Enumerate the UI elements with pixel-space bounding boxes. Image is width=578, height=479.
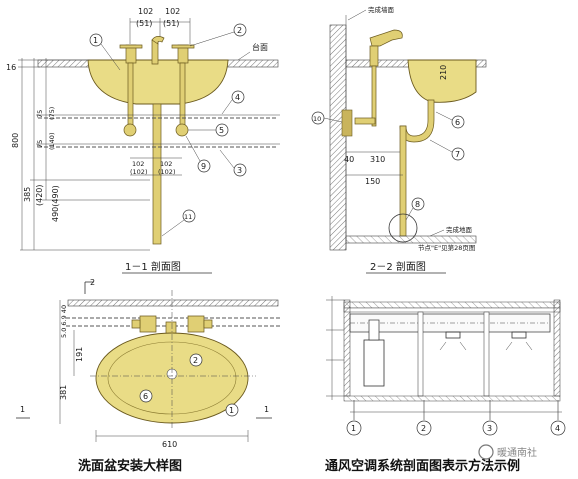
dim-420: (420): [35, 184, 44, 206]
dim-top-right-paren: (51): [163, 19, 179, 28]
svg-text:10: 10: [313, 115, 321, 123]
svg-text:11: 11: [184, 213, 192, 221]
plan-callout-6: 6: [139, 389, 153, 403]
callout-4: 4: [221, 90, 245, 115]
plan-callout-1: 1: [225, 403, 239, 417]
axis-1: 1: [346, 420, 362, 436]
dim-490: 490(490): [51, 185, 60, 222]
dim-small-stack: 5.0 6.9 40: [60, 305, 68, 338]
callout-9: 9: [185, 135, 211, 173]
dim-75-paren: (75): [48, 107, 56, 120]
node-note: 节点"E"见第28页图: [418, 243, 475, 252]
wechat-icon: [478, 444, 494, 460]
dim-385: 385: [23, 187, 32, 202]
section-2-2: 完成墙面 210 完成地面 40 310 150 10: [311, 5, 487, 274]
callout-10: 10: [311, 111, 343, 125]
basin-plan-detail: 2 5.0 6.9 40 191 381 1 1: [16, 278, 280, 474]
node-e-circle: [388, 213, 418, 243]
caption-section-1-1: 1－1 剖面图: [125, 260, 181, 273]
dim-bottom-102-c: (102): [130, 168, 147, 176]
svg-text:6: 6: [143, 392, 148, 401]
callout-2: 2: [189, 23, 247, 47]
dim-16: 16: [6, 63, 16, 72]
svg-text:4: 4: [555, 424, 560, 433]
svg-text:2: 2: [193, 356, 198, 365]
dim-40: 40: [344, 155, 354, 164]
dim-top-right: 102: [165, 7, 180, 16]
section-1-1: 102 102 (51) (51) 台面: [6, 7, 280, 274]
axis-4: 4: [550, 420, 566, 436]
plan-callout-2: 2: [189, 353, 203, 367]
watermark: 暖通南社: [478, 444, 537, 460]
callout-8: 8: [405, 197, 425, 221]
wall-valve: [341, 109, 353, 137]
callout-11: 11: [161, 209, 196, 237]
svg-text:7: 7: [455, 150, 460, 159]
dim-top-left: 102: [138, 7, 153, 16]
dim-75-a: 75: [36, 110, 44, 118]
diffuser-2: [511, 331, 527, 339]
basin-section: [87, 59, 229, 105]
ahu-unit: [363, 339, 385, 387]
callout-3: 3: [219, 149, 247, 177]
faucet-side: [369, 29, 403, 47]
dim-800: 800: [11, 133, 20, 148]
svg-text:2: 2: [237, 26, 242, 35]
wall-label: 完成墙面: [368, 5, 395, 14]
axis-2: 2: [416, 420, 432, 436]
dim-top-left-paren: (51): [136, 19, 152, 28]
drain-pipe: [152, 103, 162, 245]
caption-hvac-example: 通风空调系统剖面图表示方法示例: [325, 458, 520, 474]
dim-bottom-102-b: 102: [160, 160, 172, 168]
dim-bottom-102-d: (102): [158, 168, 175, 176]
angle-valve-hot: [175, 123, 189, 137]
svg-text:2: 2: [421, 424, 426, 433]
svg-text:3: 3: [487, 424, 492, 433]
section-mark-2: 2: [90, 278, 95, 287]
callout-6: 6: [435, 111, 465, 129]
dim-140: (140): [48, 133, 56, 150]
diffuser-1: [445, 331, 461, 339]
dim-150: 150: [365, 177, 380, 186]
dim-bottom-102-a: 102: [132, 160, 144, 168]
dim-75-b: 75: [36, 140, 44, 148]
caption-section-2-2: 2－2 剖面图: [370, 260, 426, 273]
floor-label: 完成地面: [446, 225, 473, 234]
dim-381: 381: [59, 385, 68, 400]
dim-210: 210: [439, 65, 448, 80]
angle-valve-cold: [123, 123, 137, 137]
callout-7: 7: [429, 139, 465, 161]
callout-1: 1: [89, 33, 121, 71]
svg-text:5: 5: [219, 126, 224, 135]
section-mark-1-right: 1: [264, 405, 269, 414]
axis-3: 3: [482, 420, 498, 436]
hvac-section-example: 1 2 3 4 通风空调系统剖面图表示方法示例: [325, 296, 566, 474]
svg-text:8: 8: [415, 200, 420, 209]
svg-text:4: 4: [235, 93, 240, 102]
svg-text:1: 1: [93, 36, 98, 45]
watermark-text: 暖通南社: [497, 446, 537, 459]
section-mark-1-left: 1: [20, 405, 25, 414]
svg-text:1: 1: [229, 406, 234, 415]
dim-610: 610: [162, 440, 177, 449]
dim-191: 191: [75, 347, 84, 362]
wall: [329, 24, 347, 251]
svg-text:3: 3: [237, 166, 242, 175]
caption-basin-detail: 洗面盆安装大样图: [78, 458, 182, 474]
svg-text:9: 9: [201, 162, 206, 171]
callout-5: 5: [188, 123, 229, 137]
svg-text:1: 1: [351, 424, 356, 433]
dim-310: 310: [370, 155, 385, 164]
svg-text:6: 6: [455, 118, 460, 127]
counter-label: 台面: [252, 42, 268, 52]
